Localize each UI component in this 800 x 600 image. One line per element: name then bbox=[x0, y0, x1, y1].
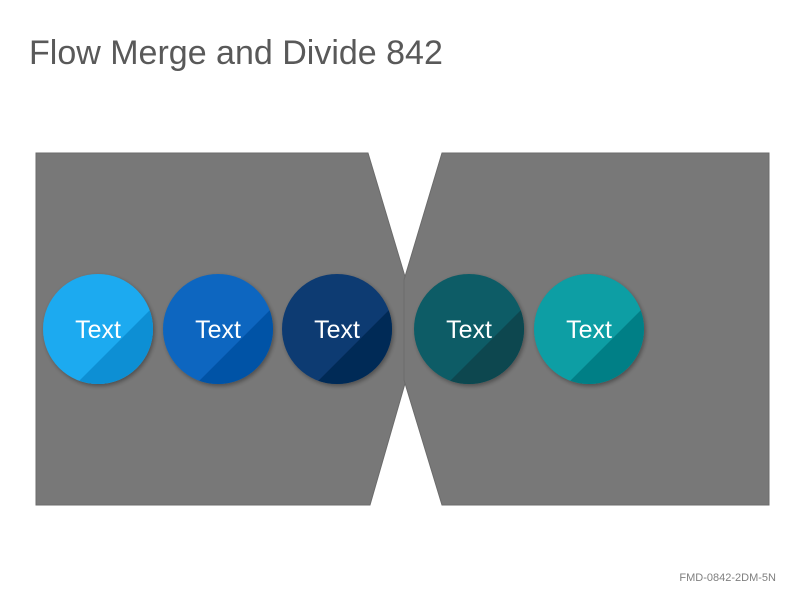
footer-code: FMD-0842-2DM-5N bbox=[679, 572, 776, 584]
circle-5: Text bbox=[534, 274, 644, 384]
circle-3: Text bbox=[282, 274, 392, 384]
circle-1-label: Text bbox=[75, 316, 121, 344]
circle-1: Text bbox=[43, 274, 153, 384]
circle-4-label: Text bbox=[446, 316, 492, 344]
page-title: Flow Merge and Divide 842 bbox=[29, 34, 443, 72]
circle-4: Text bbox=[414, 274, 524, 384]
circle-2-label: Text bbox=[195, 316, 241, 344]
circle-3-label: Text bbox=[314, 316, 360, 344]
circle-5-label: Text bbox=[566, 316, 612, 344]
circle-2: Text bbox=[163, 274, 273, 384]
